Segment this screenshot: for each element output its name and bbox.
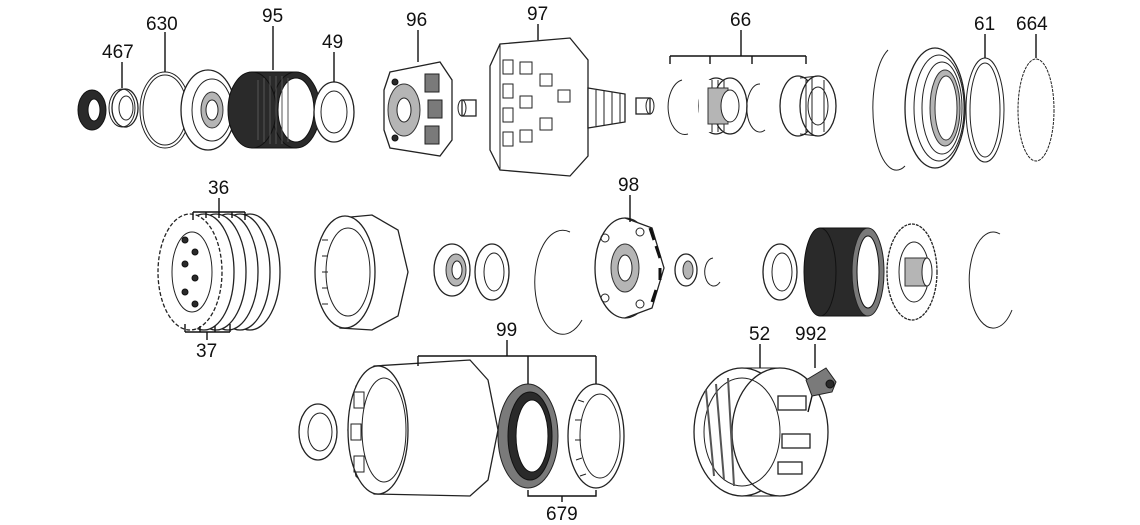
callout-99: 99 [496,320,517,341]
ring-gear [803,227,885,317]
part-99-drum [347,359,499,497]
leader-66 [669,30,807,64]
hub-plate [886,223,938,321]
callout-52: 52 [749,324,770,345]
callout-36: 36 [208,178,229,199]
small-bushing [457,99,477,117]
part-96-planet-carrier [383,61,453,157]
one-way-clutch [497,383,559,489]
callout-96: 96 [406,10,427,31]
part-95-ring [227,71,321,149]
part-52-band [693,367,829,497]
part-97-drum-shaft [489,37,626,177]
leader-36 [192,198,246,220]
piston-plate [180,69,236,151]
thrust-washer [474,243,510,301]
callout-95: 95 [262,6,283,27]
part-467-washer [108,88,139,128]
part-66-bearing-set [667,75,837,137]
leader-37 [184,324,231,340]
callout-679: 679 [546,504,578,525]
washer-row2 [762,243,798,301]
part-992-lever [805,367,837,413]
clutch-plate-pack [157,213,281,331]
callout-664: 664 [1016,14,1048,35]
leader-679 [527,490,597,502]
part-664-ring [1017,58,1055,162]
washer-row3 [298,403,338,461]
callout-467: 467 [102,42,134,63]
callout-61: 61 [974,14,995,35]
leader-99 [417,340,597,384]
snap-ring-row2 [534,229,583,335]
callout-97: 97 [527,4,548,25]
part-98-planetary [594,217,665,319]
friction-ring-pack [904,47,966,169]
callout-66: 66 [730,10,751,31]
small-bearing [674,253,698,287]
part-61-ring [965,57,1005,163]
callout-630: 630 [146,14,178,35]
part-49-washer [313,81,355,143]
retaining-clip [704,257,721,287]
large-snap-ring [872,49,906,171]
small-bushing-2 [635,97,655,115]
callout-37: 37 [196,341,217,362]
dark-seal-ring [77,89,107,131]
callout-98: 98 [618,175,639,196]
outer-race [567,383,625,489]
thrust-bearing [433,243,471,297]
callout-992: 992 [795,324,827,345]
clutch-drum [314,214,409,331]
callout-49: 49 [322,32,343,53]
snap-ring-row2-right [968,231,1013,329]
